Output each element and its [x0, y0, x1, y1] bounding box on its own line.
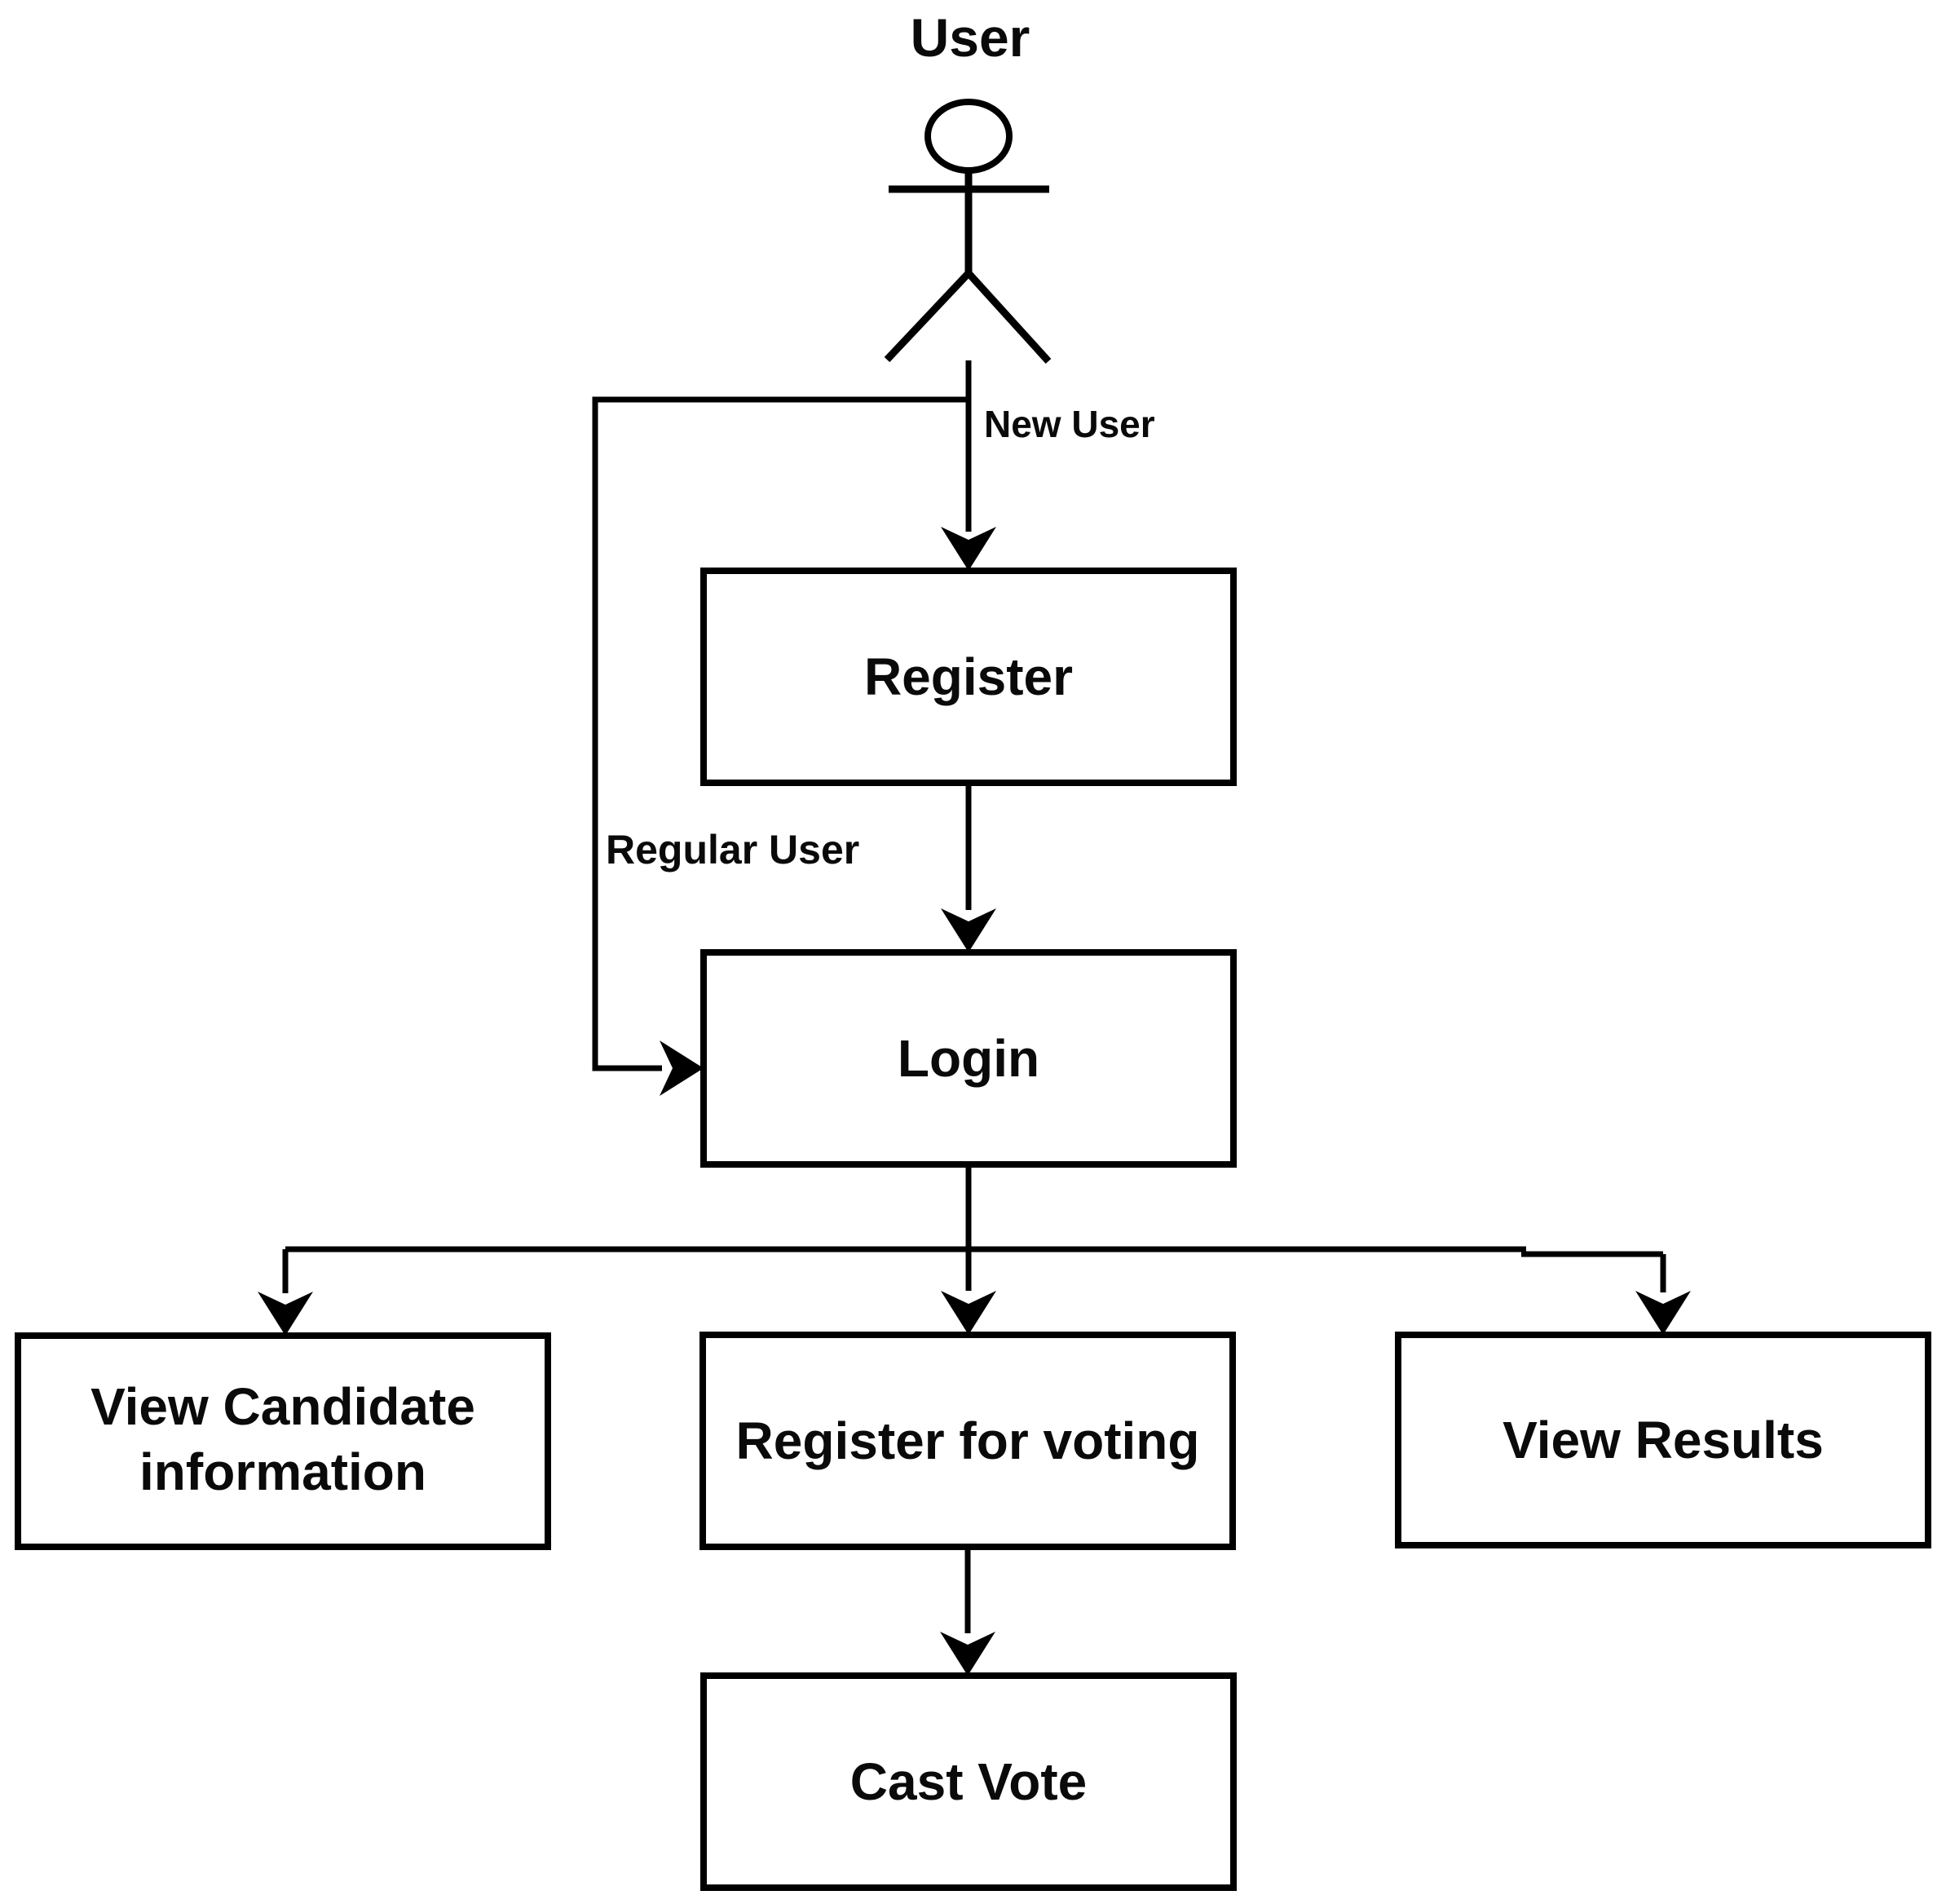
view-results-node-label: View Results	[1503, 1411, 1824, 1469]
arrowhead-into-view-results	[1635, 1291, 1691, 1335]
arrowhead-into-login-left	[660, 1040, 704, 1096]
edge-regular-user-branch	[592, 396, 969, 1071]
actor-title: User	[911, 7, 1030, 68]
view-results-node	[1395, 1332, 1931, 1548]
actor-leg-right	[965, 270, 1052, 364]
view-candidate-node-label-line1: View Candidate	[90, 1377, 475, 1436]
arrowhead-into-register-for-voting	[941, 1291, 996, 1335]
cast-vote-node-label: Cast Vote	[850, 1752, 1087, 1811]
arrowhead-into-register	[941, 527, 996, 571]
user-actor-icon	[884, 99, 1052, 364]
edge-label-new-user: New User	[984, 403, 1155, 445]
register-node	[700, 568, 1237, 786]
login-node-label: Login	[898, 1029, 1039, 1088]
arrowhead-into-login-top	[941, 908, 996, 952]
register-for-voting-node-label: Register for voting	[736, 1411, 1200, 1470]
arrowhead-into-view-candidate	[258, 1292, 313, 1336]
view-candidate-node	[15, 1332, 551, 1550]
arrowhead-into-cast-vote	[940, 1632, 995, 1676]
actor-leg-left	[884, 270, 972, 363]
register-node-label: Register	[864, 647, 1073, 706]
actor-head	[924, 99, 1013, 174]
cast-vote-node	[700, 1672, 1237, 1891]
view-candidate-node-label-line2: information	[139, 1442, 426, 1501]
edge-label-regular-user: Regular User	[606, 827, 859, 872]
